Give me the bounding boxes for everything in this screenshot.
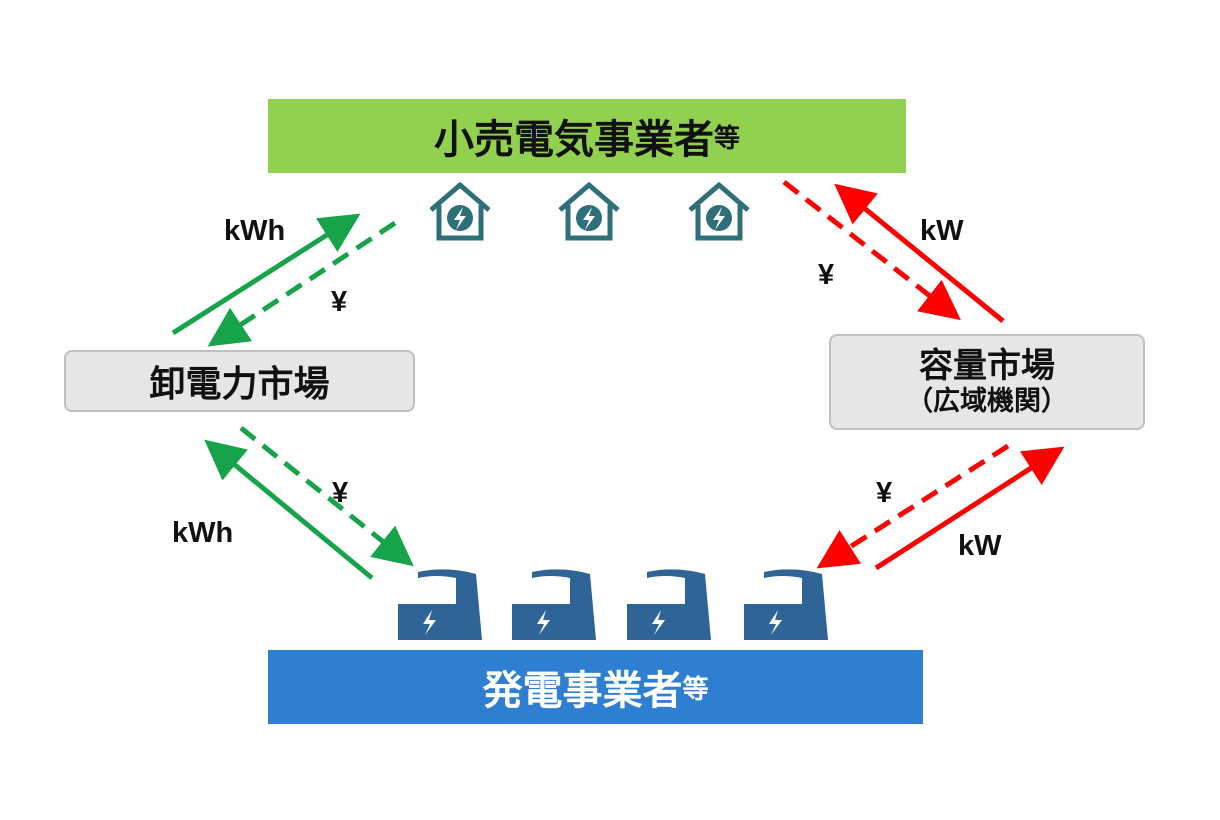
factory-bolt-icon — [398, 569, 482, 640]
retailer-suffix: 等 — [713, 123, 740, 154]
house-bolt-icon — [429, 181, 491, 241]
arrow-wholesale-to-gen — [239, 426, 414, 567]
label-wholesale-to-retail: kWh — [224, 215, 286, 247]
label-retail-to-capacity: ¥ — [818, 259, 835, 291]
wholesale-market-label: 卸電力市場 — [149, 364, 330, 405]
capacity-market-box: 容量市場 （広域機関） — [829, 334, 1145, 430]
arrow-gen-to-capacity — [874, 446, 1065, 571]
house-bolt-icon — [558, 181, 620, 241]
generator-suffix: 等 — [682, 674, 709, 705]
factory-bolt-icon — [744, 569, 828, 640]
label-capacity-to-retail: kW — [920, 215, 964, 247]
retailer-label: 小売電気事業者 — [433, 117, 714, 163]
wholesale-market-box: 卸電力市場 — [64, 350, 415, 412]
factory-bolt-icon — [512, 569, 596, 640]
factory-bolt-icon — [627, 569, 711, 640]
label-wholesale-to-gen: ¥ — [332, 477, 349, 509]
generator-box: 発電事業者等 — [268, 650, 923, 724]
arrow-gen-to-wholesale — [204, 439, 374, 580]
arrow-wholesale-to-retail — [171, 213, 361, 336]
label-gen-to-capacity: kW — [958, 530, 1002, 562]
arrow-capacity-to-gen — [816, 443, 1010, 569]
retailer-box: 小売電気事業者等 — [268, 99, 906, 173]
arrow-retail-to-capacity — [782, 180, 961, 321]
capacity-market-label: 容量市場 — [919, 345, 1055, 386]
house-bolt-icon — [688, 181, 750, 241]
arrow-capacity-to-retail — [834, 183, 1005, 323]
label-retail-to-wholesale: ¥ — [331, 286, 348, 318]
label-gen-to-wholesale: kWh — [172, 517, 234, 549]
arrow-retail-to-wholesale — [207, 220, 397, 347]
label-capacity-to-gen: ¥ — [876, 477, 893, 509]
capacity-market-sublabel: （広域機関） — [906, 386, 1068, 418]
generator-label: 発電事業者 — [482, 668, 683, 714]
